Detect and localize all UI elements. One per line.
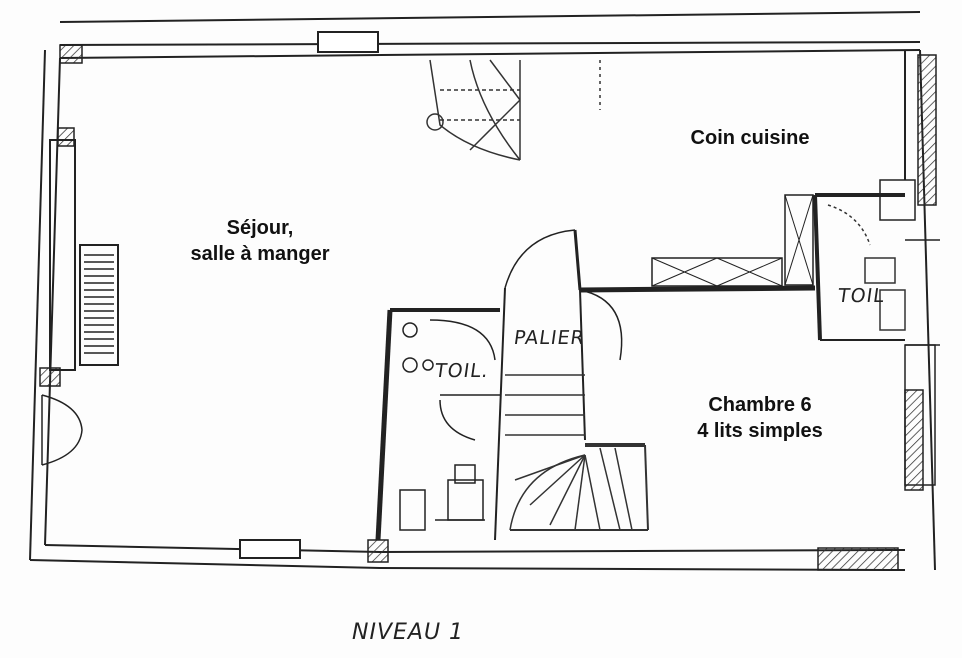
bedroom-right-wall: [904, 239, 940, 486]
room-label-chambre: Chambre 6 4 lits simples: [670, 392, 850, 444]
hatched-walls: [39, 44, 937, 571]
window-top: [317, 31, 379, 53]
label-palier: PALIER: [512, 327, 587, 349]
chambre-line2: 4 lits simples: [697, 420, 823, 442]
sejour-line2: salle à manger: [190, 243, 330, 265]
outer-walls: [29, 11, 936, 571]
left-window: [49, 139, 119, 371]
main-staircase: [505, 374, 649, 531]
top-staircase: [426, 59, 601, 161]
left-toilet-block: [375, 308, 500, 541]
label-toilet-right: TOIL: [836, 285, 887, 307]
sejour-line1: Séjour,: [226, 217, 294, 239]
window-bottom: [239, 539, 301, 559]
radiator: [84, 254, 114, 354]
label-toilet-left: TOIL.: [433, 360, 491, 382]
kitchen-partition: [579, 179, 916, 341]
level-title: NIVEAU 1: [352, 620, 465, 645]
room-label-coin-cuisine: Coin cuisine: [690, 127, 810, 149]
left-door: [41, 394, 83, 466]
landing-doors: [494, 229, 623, 541]
room-label-sejour: Séjour, salle à manger: [150, 215, 370, 267]
right-toilet-fixtures: [827, 204, 906, 331]
chambre-line1: Chambre 6: [708, 394, 812, 416]
